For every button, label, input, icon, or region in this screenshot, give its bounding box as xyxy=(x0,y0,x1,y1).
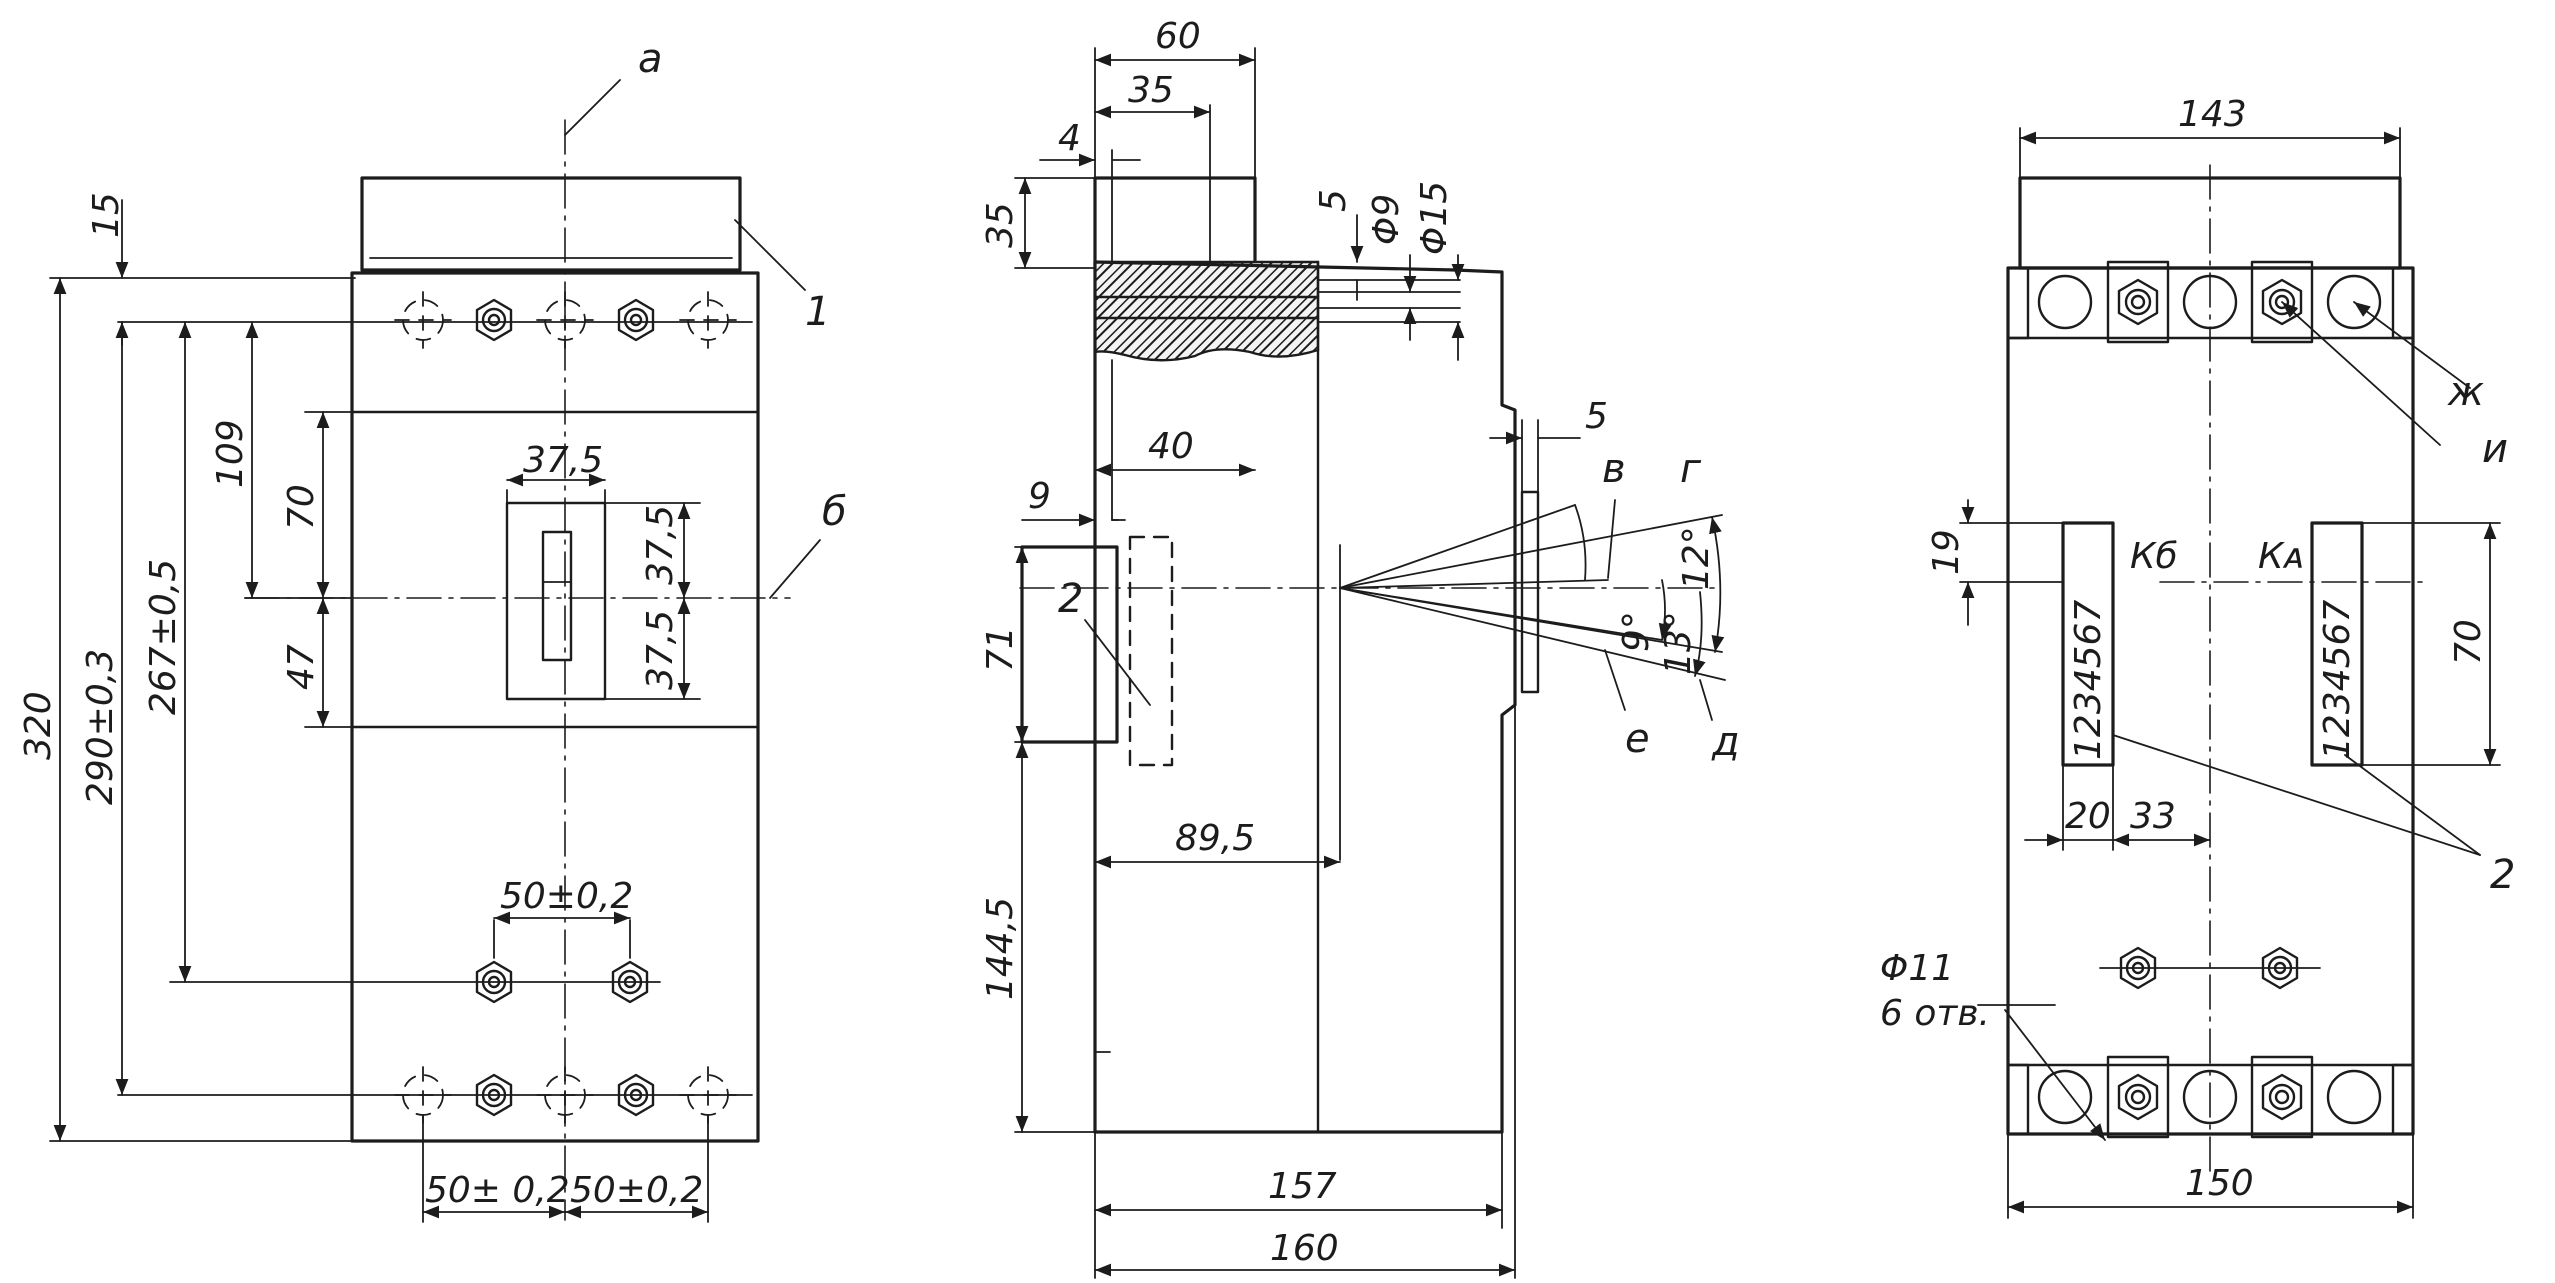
label-e: е xyxy=(1625,716,1650,762)
angle-9: 9° xyxy=(1616,611,1657,652)
rear-body xyxy=(2006,266,2415,1136)
rear-view: 1234567 1234567 143 19 70 20 xyxy=(1880,94,2515,1219)
dim-143: 143 xyxy=(2178,94,2247,135)
dim-160: 160 xyxy=(1270,1228,1339,1269)
dim-37-5-lower: 37,5 xyxy=(640,610,681,690)
label-2-rear: 2 xyxy=(2490,852,2515,898)
label-ka: Кᴀ xyxy=(2258,536,2305,577)
dim-20: 20 xyxy=(2065,796,2111,837)
label-kb: Кб xyxy=(2130,536,2178,577)
front-top-cover xyxy=(360,176,742,272)
label-i: и xyxy=(2482,426,2508,472)
dim-89-5: 89,5 xyxy=(1175,818,1255,859)
front-body xyxy=(350,271,760,1143)
dim-37-5-width: 37,5 xyxy=(523,440,603,481)
dim-150: 150 xyxy=(2185,1163,2254,1204)
dim-109: 109 xyxy=(210,419,251,488)
dim-phi11: Φ11 xyxy=(1880,948,1954,989)
label-b: б xyxy=(822,489,847,535)
dim-50-mid: 50±0,2 xyxy=(500,876,633,917)
dim-144-5: 144,5 xyxy=(980,897,1021,1000)
dim-71: 71 xyxy=(980,626,1021,672)
dim-9: 9 xyxy=(1028,476,1051,517)
dim-70: 70 xyxy=(281,484,322,530)
side-top-cover xyxy=(1093,176,1257,270)
label-d: д xyxy=(1711,719,1740,765)
plate-left-text: 1234567 xyxy=(2068,600,2109,760)
dim-19: 19 xyxy=(1926,529,1967,575)
dim-157: 157 xyxy=(1268,1166,1337,1207)
front-view: 15 320 290±0,3 267±0,5 109 70 47 37,5 37… xyxy=(18,36,847,1223)
dim-37-5-upper: 37,5 xyxy=(640,505,681,585)
dim-47: 47 xyxy=(281,644,322,690)
dim-6-holes: 6 отв. xyxy=(1880,993,1990,1034)
dim-phi9: Φ9 xyxy=(1366,194,1407,245)
dim-40: 40 xyxy=(1148,426,1194,467)
dim-320: 320 xyxy=(18,691,59,760)
dim-267: 267±0,5 xyxy=(143,559,184,715)
label-2-side: 2 xyxy=(1058,576,1083,622)
dim-50-bottom-right: 50±0,2 xyxy=(570,1170,703,1211)
dim-15: 15 xyxy=(86,192,127,238)
dim-33: 33 xyxy=(2130,796,2176,837)
front-handle xyxy=(505,501,607,701)
side-handle xyxy=(1520,490,1540,694)
plate-right-text: 1234567 xyxy=(2317,600,2358,760)
dim-35-top: 35 xyxy=(1128,70,1174,111)
label-a: а xyxy=(638,36,663,82)
dim-70-rear: 70 xyxy=(2448,619,2489,665)
dim-50-bottom-left: 50± 0,2 xyxy=(425,1170,570,1211)
dim-5-top: 5 xyxy=(1313,189,1354,212)
side-view: 60 35 4 35 5 Φ9 Φ15 5 40 9 71 89,5 144,5… xyxy=(980,16,1740,1279)
dim-60: 60 xyxy=(1155,16,1201,57)
label-g: г xyxy=(1680,446,1702,492)
dim-290: 290±0,3 xyxy=(80,649,121,805)
dim-5-right: 5 xyxy=(1585,396,1608,437)
angle-13: 13° xyxy=(1658,611,1699,675)
label-v: в xyxy=(1602,446,1626,492)
dim-35-left: 35 xyxy=(980,202,1021,248)
label-zh: ж xyxy=(2447,369,2484,415)
side-body xyxy=(1093,260,1517,1134)
rear-plate-left xyxy=(2061,521,2115,767)
label-1: 1 xyxy=(805,289,830,335)
angle-12: 12° xyxy=(1676,526,1717,590)
rear-plate-right xyxy=(2310,521,2364,767)
dim-4: 4 xyxy=(1058,118,1081,159)
dim-phi15: Φ15 xyxy=(1414,181,1455,255)
side-hatched-section xyxy=(1093,260,1320,362)
